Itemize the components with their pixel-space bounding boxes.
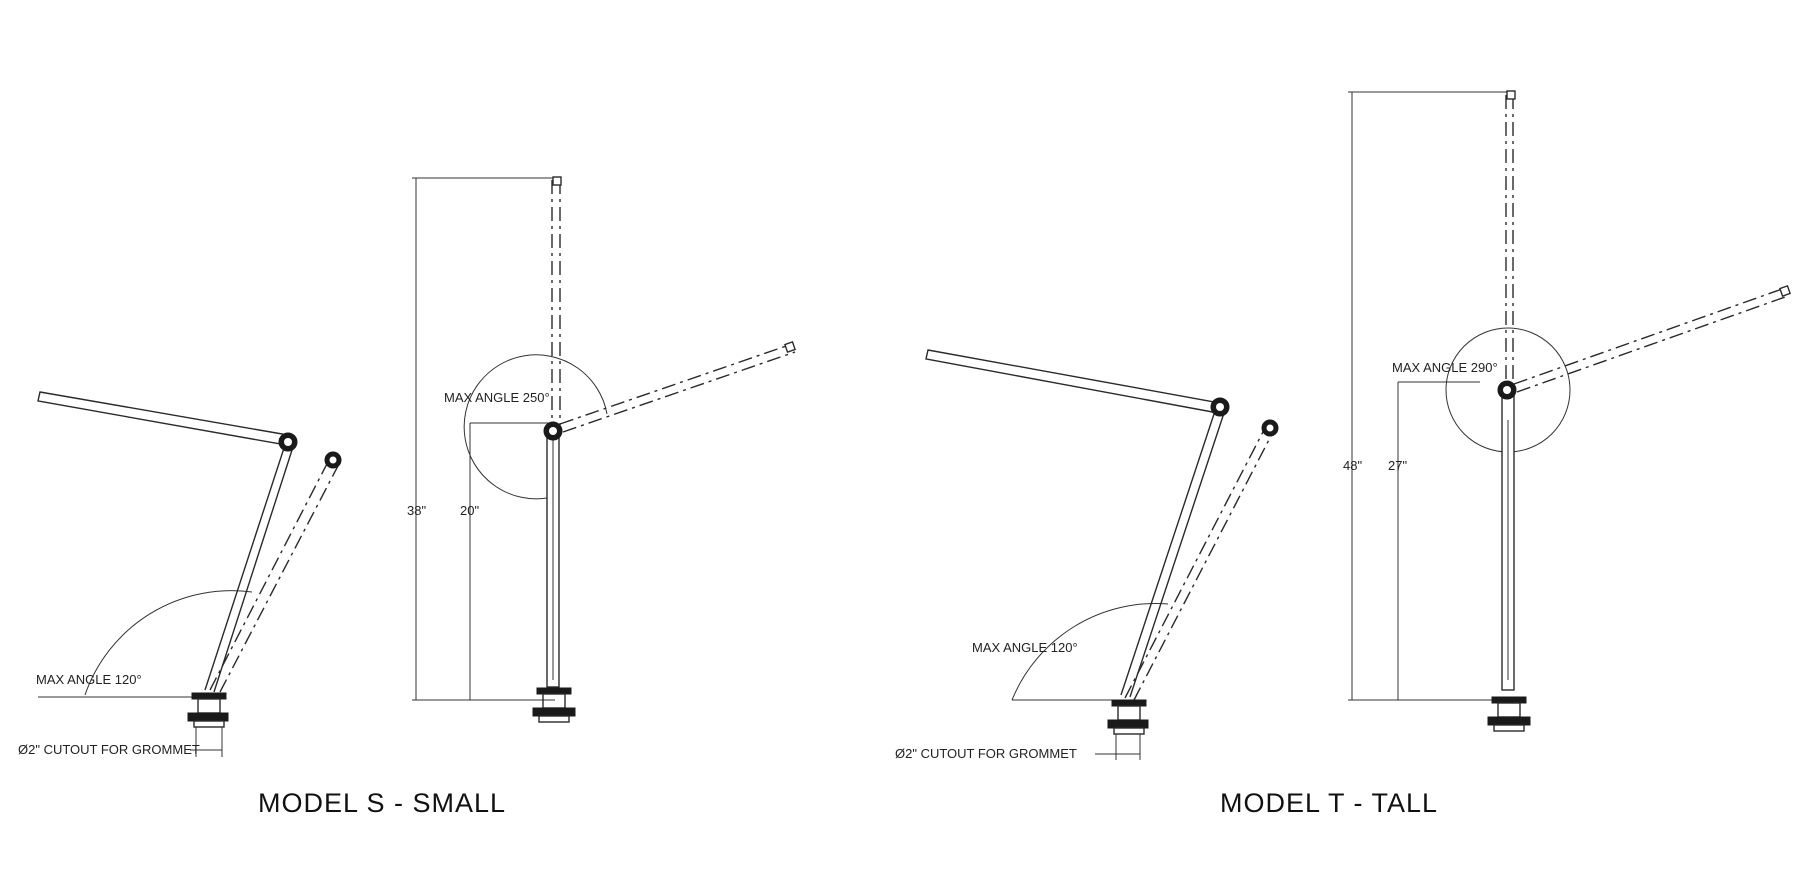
model-t-left-figure: [925, 349, 1279, 760]
model-t-angle-right-label: MAX ANGLE 290°: [1392, 360, 1498, 375]
model-t-title: MODEL T - TALL: [1220, 788, 1438, 818]
model-s-angle-right-label: MAX ANGLE 250°: [444, 390, 550, 405]
model-s-height-total-label: 38": [407, 503, 426, 518]
model-s-right-figure: [412, 176, 796, 723]
model-s-title: MODEL S - SMALL: [258, 788, 506, 818]
model-s-cutout-label: Ø2" CUTOUT FOR GROMMET: [18, 742, 200, 757]
model-t-right-figure: [1348, 90, 1791, 732]
model-t-height-joint-label: 27": [1388, 458, 1407, 473]
model-t-height-total-label: 48": [1343, 458, 1362, 473]
model-t-angle-left-label: MAX ANGLE 120°: [972, 640, 1078, 655]
model-s-left-figure: [37, 391, 342, 757]
model-t-cutout-label: Ø2" CUTOUT FOR GROMMET: [895, 746, 1077, 761]
model-s-angle-left-label: MAX ANGLE 120°: [36, 672, 142, 687]
model-s-height-joint-label: 20": [460, 503, 479, 518]
